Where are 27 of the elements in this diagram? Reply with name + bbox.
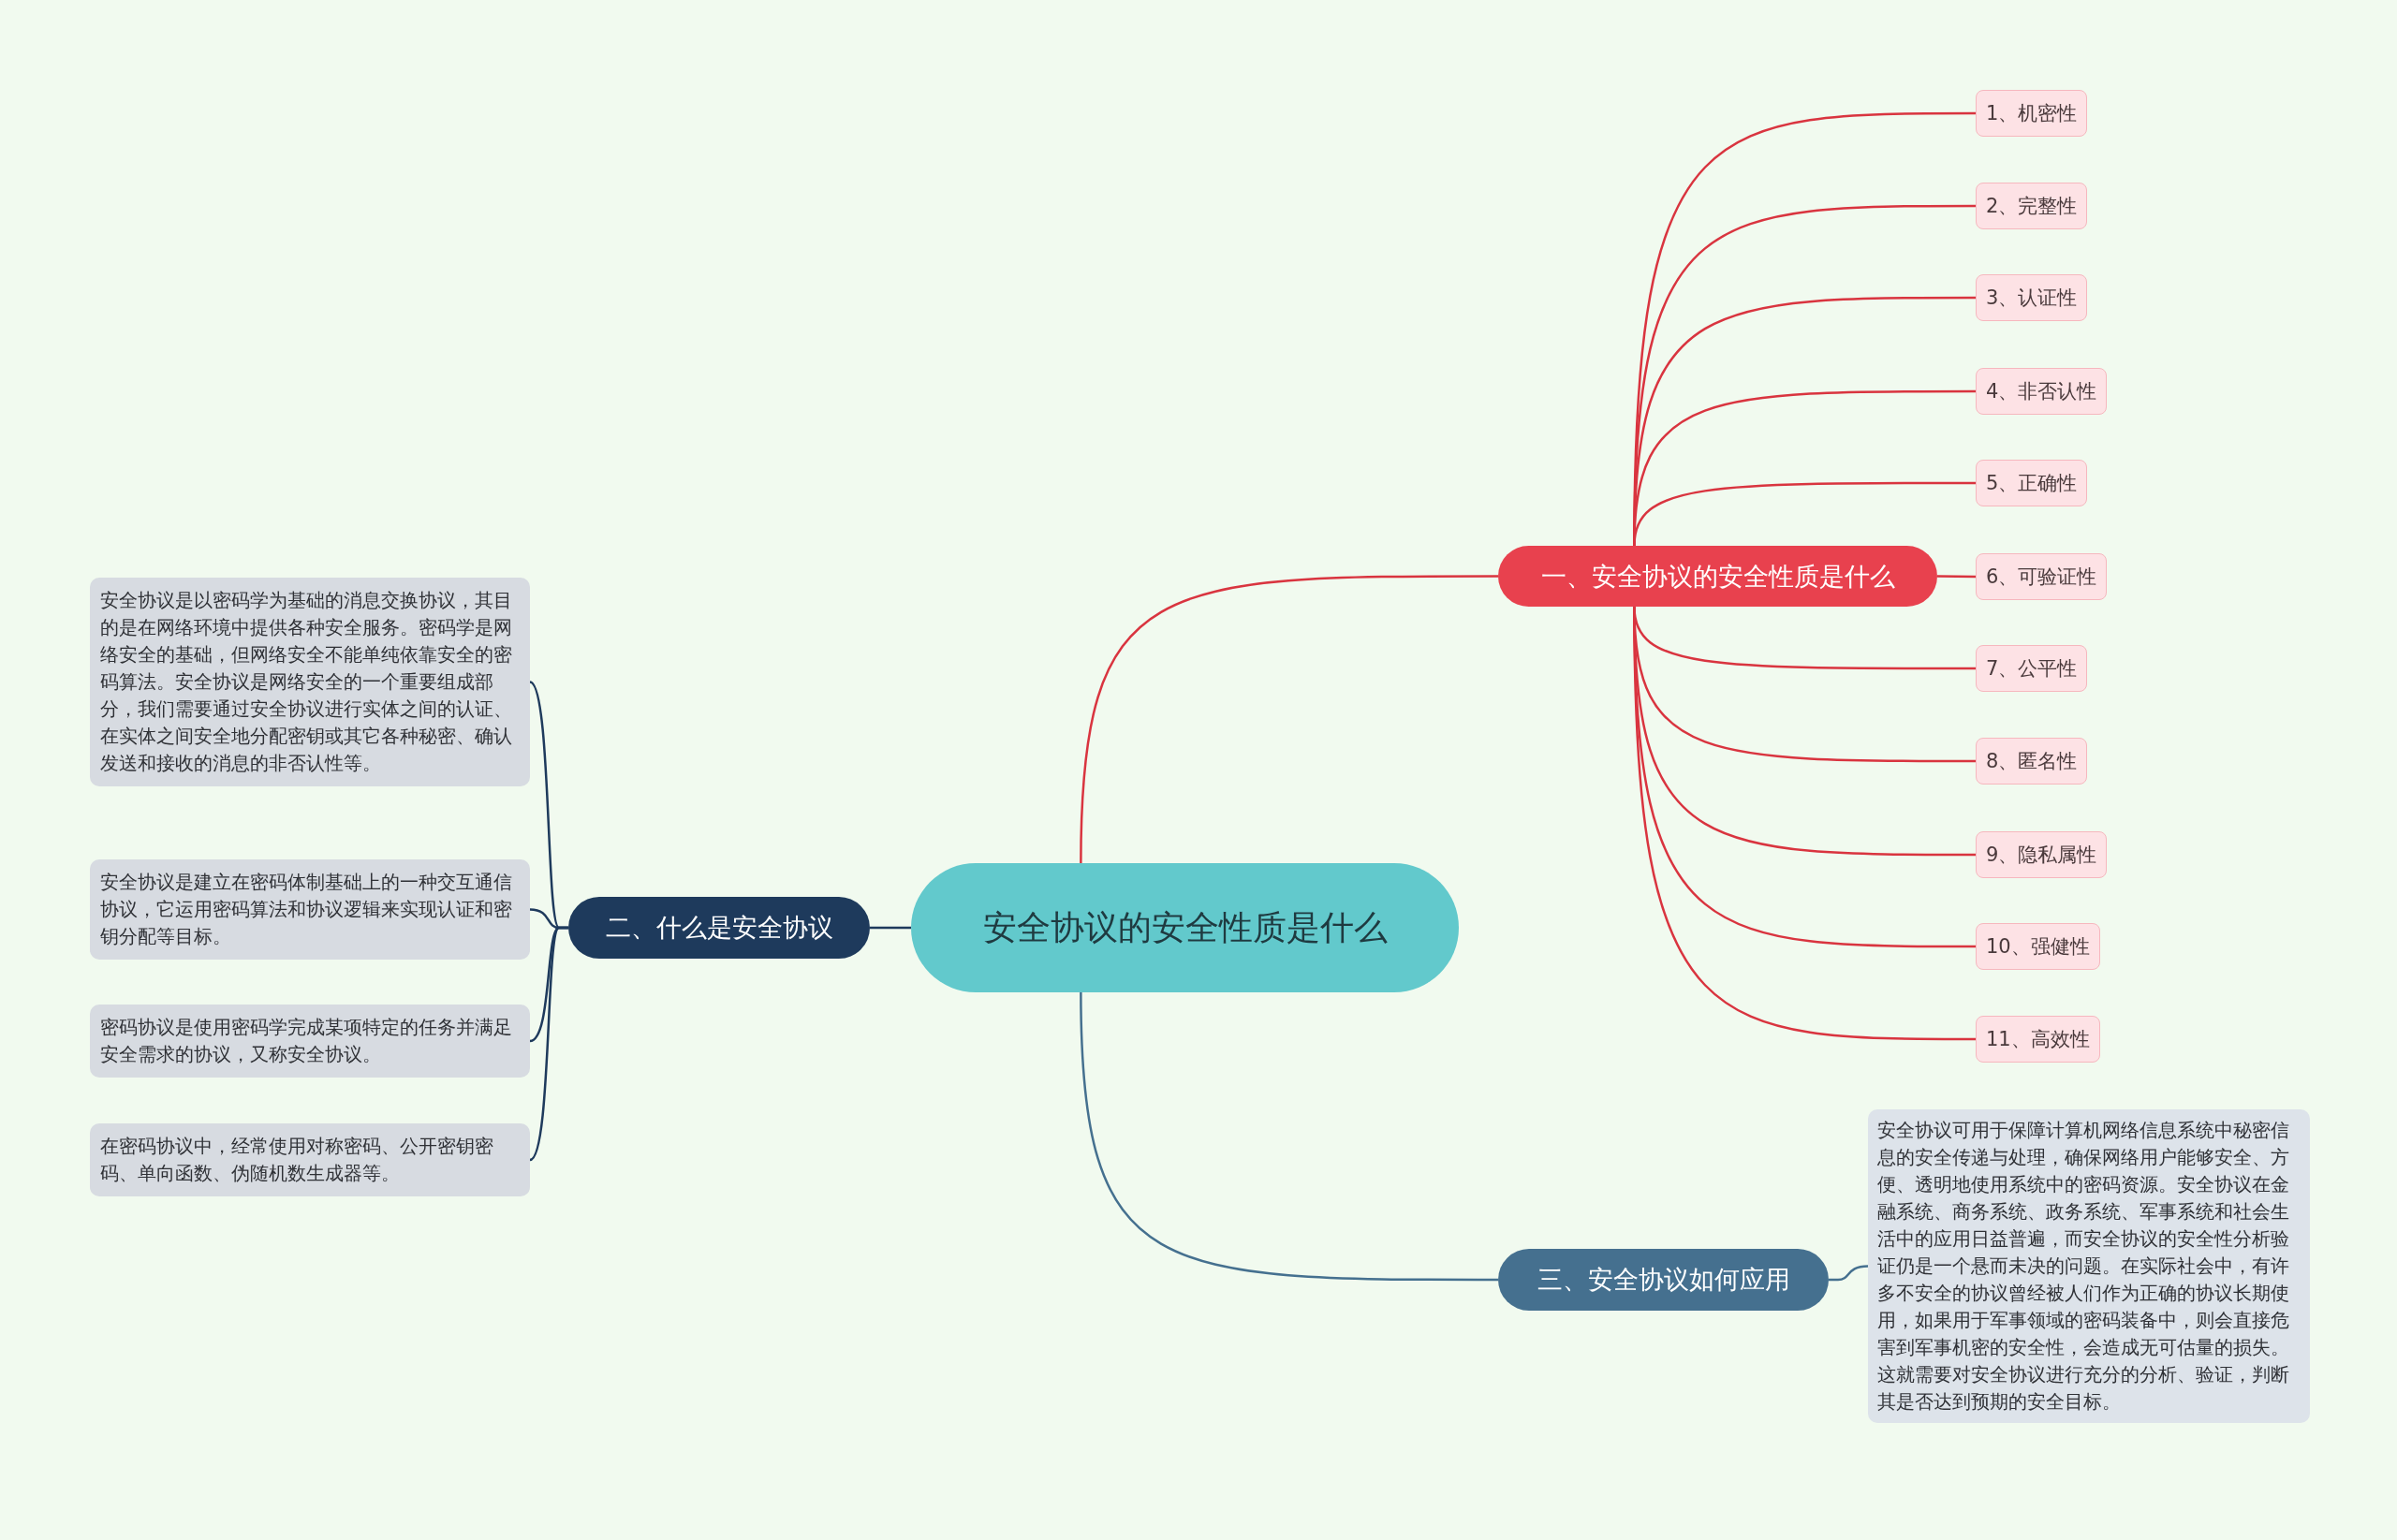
note-card: 安全协议可用于保障计算机网络信息系统中秘密信息的安全传递与处理，确保网络用户能够安全、方便、透明地使用系统中的密码资源。安全协议在金融系统、商务系统、政务系统、军事系统和社会生活中的应用日益普遍，而安全协议的安全性分析验证仍是一个悬而未决的问题。在实际社会中，有许多不安全的协议曾经被人们作为正确的协议长期使用，如果用于军事领域的密码装备中，则会直接危害到军事机密的安全性，会造成无可估量的损失。这就需要对安全协议进行充分的分析、验证，判断其是否达到预期的安全目标。 (1868, 1109, 2310, 1423)
central-topic: 安全协议的安全性质是什么 (911, 863, 1459, 992)
connector-line (1829, 1265, 1869, 1282)
connector-line (1633, 481, 1976, 547)
branch-topic: 一、安全协议的安全性质是什么 (1498, 546, 1937, 607)
connector-line (1080, 575, 1498, 864)
connector-line (1080, 991, 1498, 1282)
branch-topic: 三、安全协议如何应用 (1498, 1249, 1829, 1311)
subtopic-label: 1、机密性 (1976, 90, 2088, 137)
note-card: 在密码协议中，经常使用对称密码、公开密钥密码、单向函数、伪随机数生成器等。 (90, 1123, 530, 1196)
subtopic-label: 11、高效性 (1976, 1016, 2100, 1063)
branch-topic: 二、什么是安全协议 (568, 897, 870, 959)
connector-line (870, 926, 911, 930)
subtopic-label: 2、完整性 (1976, 183, 2088, 229)
subtopic-label: 3、认证性 (1976, 274, 2088, 321)
subtopic-label: 6、可验证性 (1976, 553, 2108, 600)
subtopic-label: 8、匿名性 (1976, 738, 2088, 785)
subtopic-label: 7、公平性 (1976, 645, 2088, 692)
note-card: 安全协议是以密码学为基础的消息交换协议，其目的是在网络环境中提供各种安全服务。密码学是网络安全的基础，但网络安全不能单纯依靠安全的密码算法。安全协议是网络安全的一个重要组成部分，我们需要通过安全协议进行实体之间的认证、在实体之间安全地分配密钥或其它各种秘密、确认发送和接收的消息的非否认性等。 (90, 578, 530, 786)
note-card: 密码协议是使用密码学完成某项特定的任务并满足安全需求的协议，又称安全协议。 (90, 1005, 530, 1078)
subtopic-label: 10、强健性 (1976, 923, 2100, 970)
connector-line (529, 926, 568, 1161)
note-card: 安全协议是建立在密码体制基础上的一种交互通信协议，它运用密码算法和协议逻辑来实现认证和密钥分配等目标。 (90, 859, 530, 960)
subtopic-label: 9、隐私属性 (1976, 831, 2108, 878)
subtopic-label: 4、非否认性 (1976, 368, 2108, 415)
subtopic-label: 5、正确性 (1976, 460, 2088, 506)
connector-line (1937, 575, 1976, 579)
